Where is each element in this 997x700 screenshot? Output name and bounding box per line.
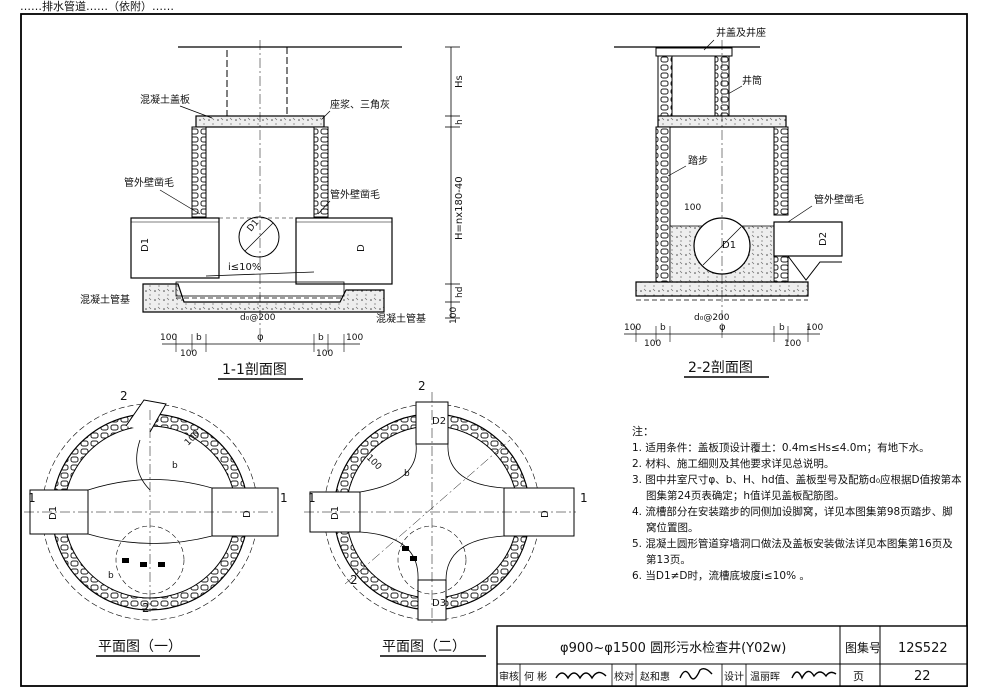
cut-1-right: 1 (280, 491, 288, 505)
page-label: 页 (853, 670, 864, 683)
label-mortar: 座浆、三角灰 (330, 98, 390, 111)
label-d1: D1 (330, 506, 341, 520)
dim-b-a: b (196, 333, 202, 343)
drawing-title: φ900~φ1500 圆形污水检查井(Y02w) (560, 641, 786, 656)
atlas-number: 12S522 (898, 641, 948, 656)
plan-1: 1 1 2 2 D1 D 100 b b 平面图（一） (24, 389, 288, 657)
dim-b: b (404, 469, 410, 479)
reviewer-signature (555, 671, 607, 680)
cut-1-left: 1 (308, 491, 316, 505)
atlas-label: 图集号 (845, 640, 881, 655)
dim-100-a: 100 (624, 323, 641, 333)
dim-phi: φ (257, 332, 264, 343)
label-d: D (540, 510, 551, 518)
plan-2: 1 1 2 2 D1 D D2 D3 100 b 平面图（二） (304, 379, 588, 657)
label-pipe-base-left: 混凝土管基 (80, 293, 130, 306)
notes: 注： 1. 适用条件：盖板顶设计覆土：0.4m≤Hs≤4.0m；有地下水。 2.… (632, 424, 962, 584)
dim-100-d: 100 (784, 339, 801, 349)
dim-100-b: 100 (180, 349, 197, 359)
label-rebar: d₀@200 (694, 313, 730, 323)
dim-phi: φ (719, 322, 726, 333)
label-slope: i≤10% (228, 262, 261, 273)
label-step: 踏步 (688, 154, 708, 167)
cut-2-bottom: 2 (350, 573, 358, 587)
dim-100-b: 100 (644, 339, 661, 349)
label-d1: D1 (48, 506, 59, 520)
note-6: 6. 当D1≠D时，流槽底坡度i≤10% 。 (632, 570, 810, 582)
designer-signature (791, 670, 837, 680)
dim-b: b (172, 461, 178, 471)
dim-100-vertical: 100 (449, 307, 459, 324)
dim-100-step: 100 (684, 203, 701, 213)
dim-100-d: 100 (316, 349, 333, 359)
label-d: D (242, 510, 253, 518)
label-pipe-wall-left: 管外壁凿毛 (124, 176, 174, 189)
dim-b-b: b (779, 323, 785, 333)
label-d1: D1 (722, 240, 736, 251)
note-2: 2. 材料、施工细则及其他要求详见总说明。 (632, 458, 835, 470)
dim-b-a: b (660, 323, 666, 333)
cut-1-left: 1 (28, 491, 36, 505)
dim-100-c: 100 (806, 323, 823, 333)
section-1-title: 1-1剖面图 (222, 362, 287, 378)
designer-name: 温丽晖 (750, 671, 780, 683)
sheet-border (20, 13, 968, 687)
cut-2-bottom: 2 (142, 601, 150, 615)
label-d1: D1 (140, 238, 151, 252)
label-pipe-wall: 管外壁凿毛 (814, 193, 864, 206)
label-pipe-wall-right: 管外壁凿毛 (330, 188, 380, 201)
label-shaft: 井筒 (742, 74, 762, 87)
header-fragment: ……排水管道……（依附）…… (20, 0, 174, 13)
checker-signature (679, 667, 713, 680)
label-d: D (356, 244, 367, 252)
label-cover-seat: 井盖及井座 (716, 26, 766, 39)
dim-b-b: b (318, 333, 324, 343)
dim-H: H=nx180-40 (454, 176, 465, 240)
label-d2: D2 (432, 416, 446, 427)
label-pipe-base-right: 混凝土管基 (376, 312, 426, 325)
review-label: 审核 (499, 670, 519, 683)
title-block: φ900~φ1500 圆形污水检查井(Y02w) 图集号 12S522 页 22… (496, 625, 968, 687)
checker-name: 赵和惠 (640, 670, 670, 683)
label-concrete-cover: 混凝土盖板 (140, 93, 190, 106)
cut-2-top: 2 (120, 389, 128, 403)
label-d2: D2 (818, 232, 829, 246)
dim-100-c: 100 (346, 333, 363, 343)
dim-h: h (455, 119, 465, 125)
page-number: 22 (914, 669, 931, 684)
dim-b-2: b (108, 571, 114, 581)
plan-1-title: 平面图（一） (98, 639, 182, 655)
design-label: 设计 (724, 670, 744, 683)
check-label: 校对 (614, 670, 634, 683)
label-rebar: d₀@200 (240, 313, 276, 323)
section-2-2: 井盖及井座 井筒 踏步 管外壁凿毛 100 D1 D2 d₀@200 100 b… (614, 26, 864, 378)
section-1-1: 混凝土盖板 座浆、三角灰 管外壁凿毛 管外壁凿毛 混凝土管基 混凝土管基 D1 … (80, 40, 465, 380)
label-d3: D3 (432, 598, 446, 609)
plan-2-title: 平面图（二） (382, 639, 466, 655)
dim-hd: hd (455, 287, 465, 298)
dim-100-a: 100 (160, 333, 177, 343)
cut-2-top: 2 (418, 379, 426, 393)
note-1: 1. 适用条件：盖板顶设计覆土：0.4m≤Hs≤4.0m；有地下水。 (632, 442, 930, 454)
dim-hs: Hs (454, 75, 465, 88)
note-3: 3. 图中井室尺寸φ、b、H、hd值、盖板型号及配筋d₀应根据D值按第本图集第2… (632, 474, 962, 502)
section-2-title: 2-2剖面图 (688, 360, 753, 376)
reviewer-name: 何 彬 (524, 670, 547, 683)
cut-1-right: 1 (580, 491, 588, 505)
note-5: 5. 混凝土圆形管道穿墙洞口做法及盖板安装做法详见本图集第16页及第13页。 (632, 538, 953, 566)
note-4: 4. 流槽部分在安装踏步的同侧加设脚窝，详见本图集第98页踏步、脚窝位置图。 (632, 506, 953, 534)
notes-heading: 注： (632, 425, 654, 438)
